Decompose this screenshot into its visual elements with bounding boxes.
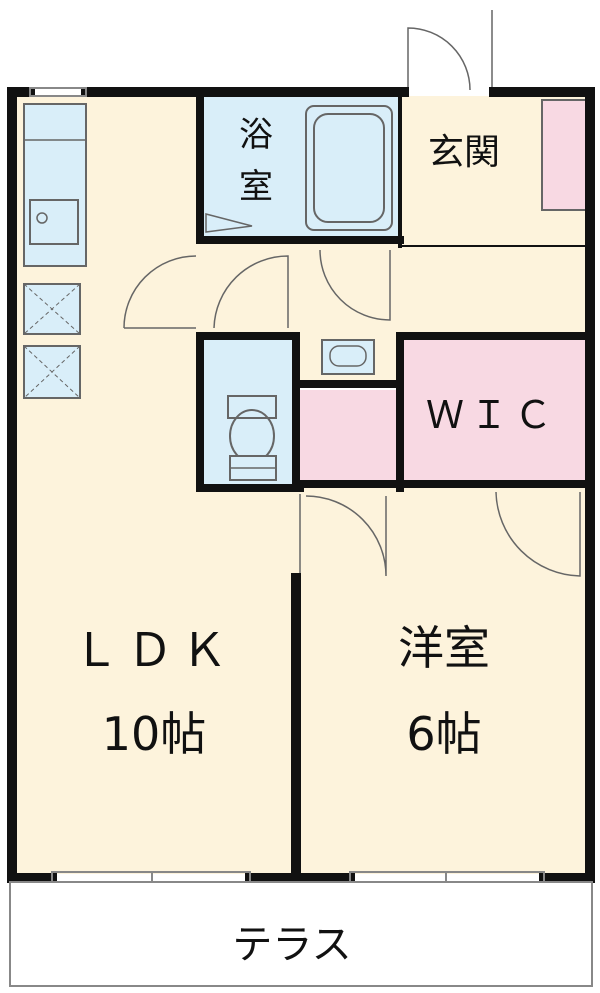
bath-door-icon — [205, 213, 253, 233]
ldk-size-label: 10帖 — [102, 707, 207, 761]
western-room-name-label: 洋室 — [398, 621, 490, 675]
washroom-door-swing — [319, 249, 391, 321]
wic-door-swing — [495, 491, 581, 577]
western-room-size-label: 6帖 — [406, 707, 481, 761]
room-labels: 浴 室 玄関 ＷＩＣ ＬＤＫ 10帖 洋室 6帖 テラス — [73, 115, 558, 968]
closet-floor — [300, 390, 396, 480]
ldk-door-swing — [123, 255, 197, 329]
bathtub — [305, 105, 393, 231]
bath-label-2: 室 — [239, 167, 273, 207]
kitchen — [23, 103, 87, 399]
toilet-door-swing — [213, 255, 289, 329]
hall-floor — [200, 240, 586, 340]
washbasin — [321, 339, 375, 375]
ldk-name-label: ＬＤＫ — [73, 623, 235, 677]
sink-drain-icon — [36, 212, 48, 224]
bath-label-1: 浴 — [239, 115, 273, 155]
shoe-cabinet — [541, 99, 587, 211]
toilet-icon — [227, 395, 277, 481]
terrace-label: テラス — [232, 922, 351, 968]
entrance-label: 玄関 — [428, 132, 500, 173]
entry-door-swing — [407, 27, 471, 91]
wic-label: ＷＩＣ — [426, 393, 558, 437]
kitchen-sink — [29, 199, 79, 245]
walls — [7, 87, 595, 883]
kitchen-counter — [23, 103, 87, 267]
terrace-outline — [9, 881, 593, 987]
wic-floor — [400, 340, 586, 480]
western-door-swing — [305, 495, 387, 577]
door-swings — [123, 10, 581, 578]
kitchen-window — [29, 87, 87, 97]
western-room-floor — [296, 486, 586, 874]
